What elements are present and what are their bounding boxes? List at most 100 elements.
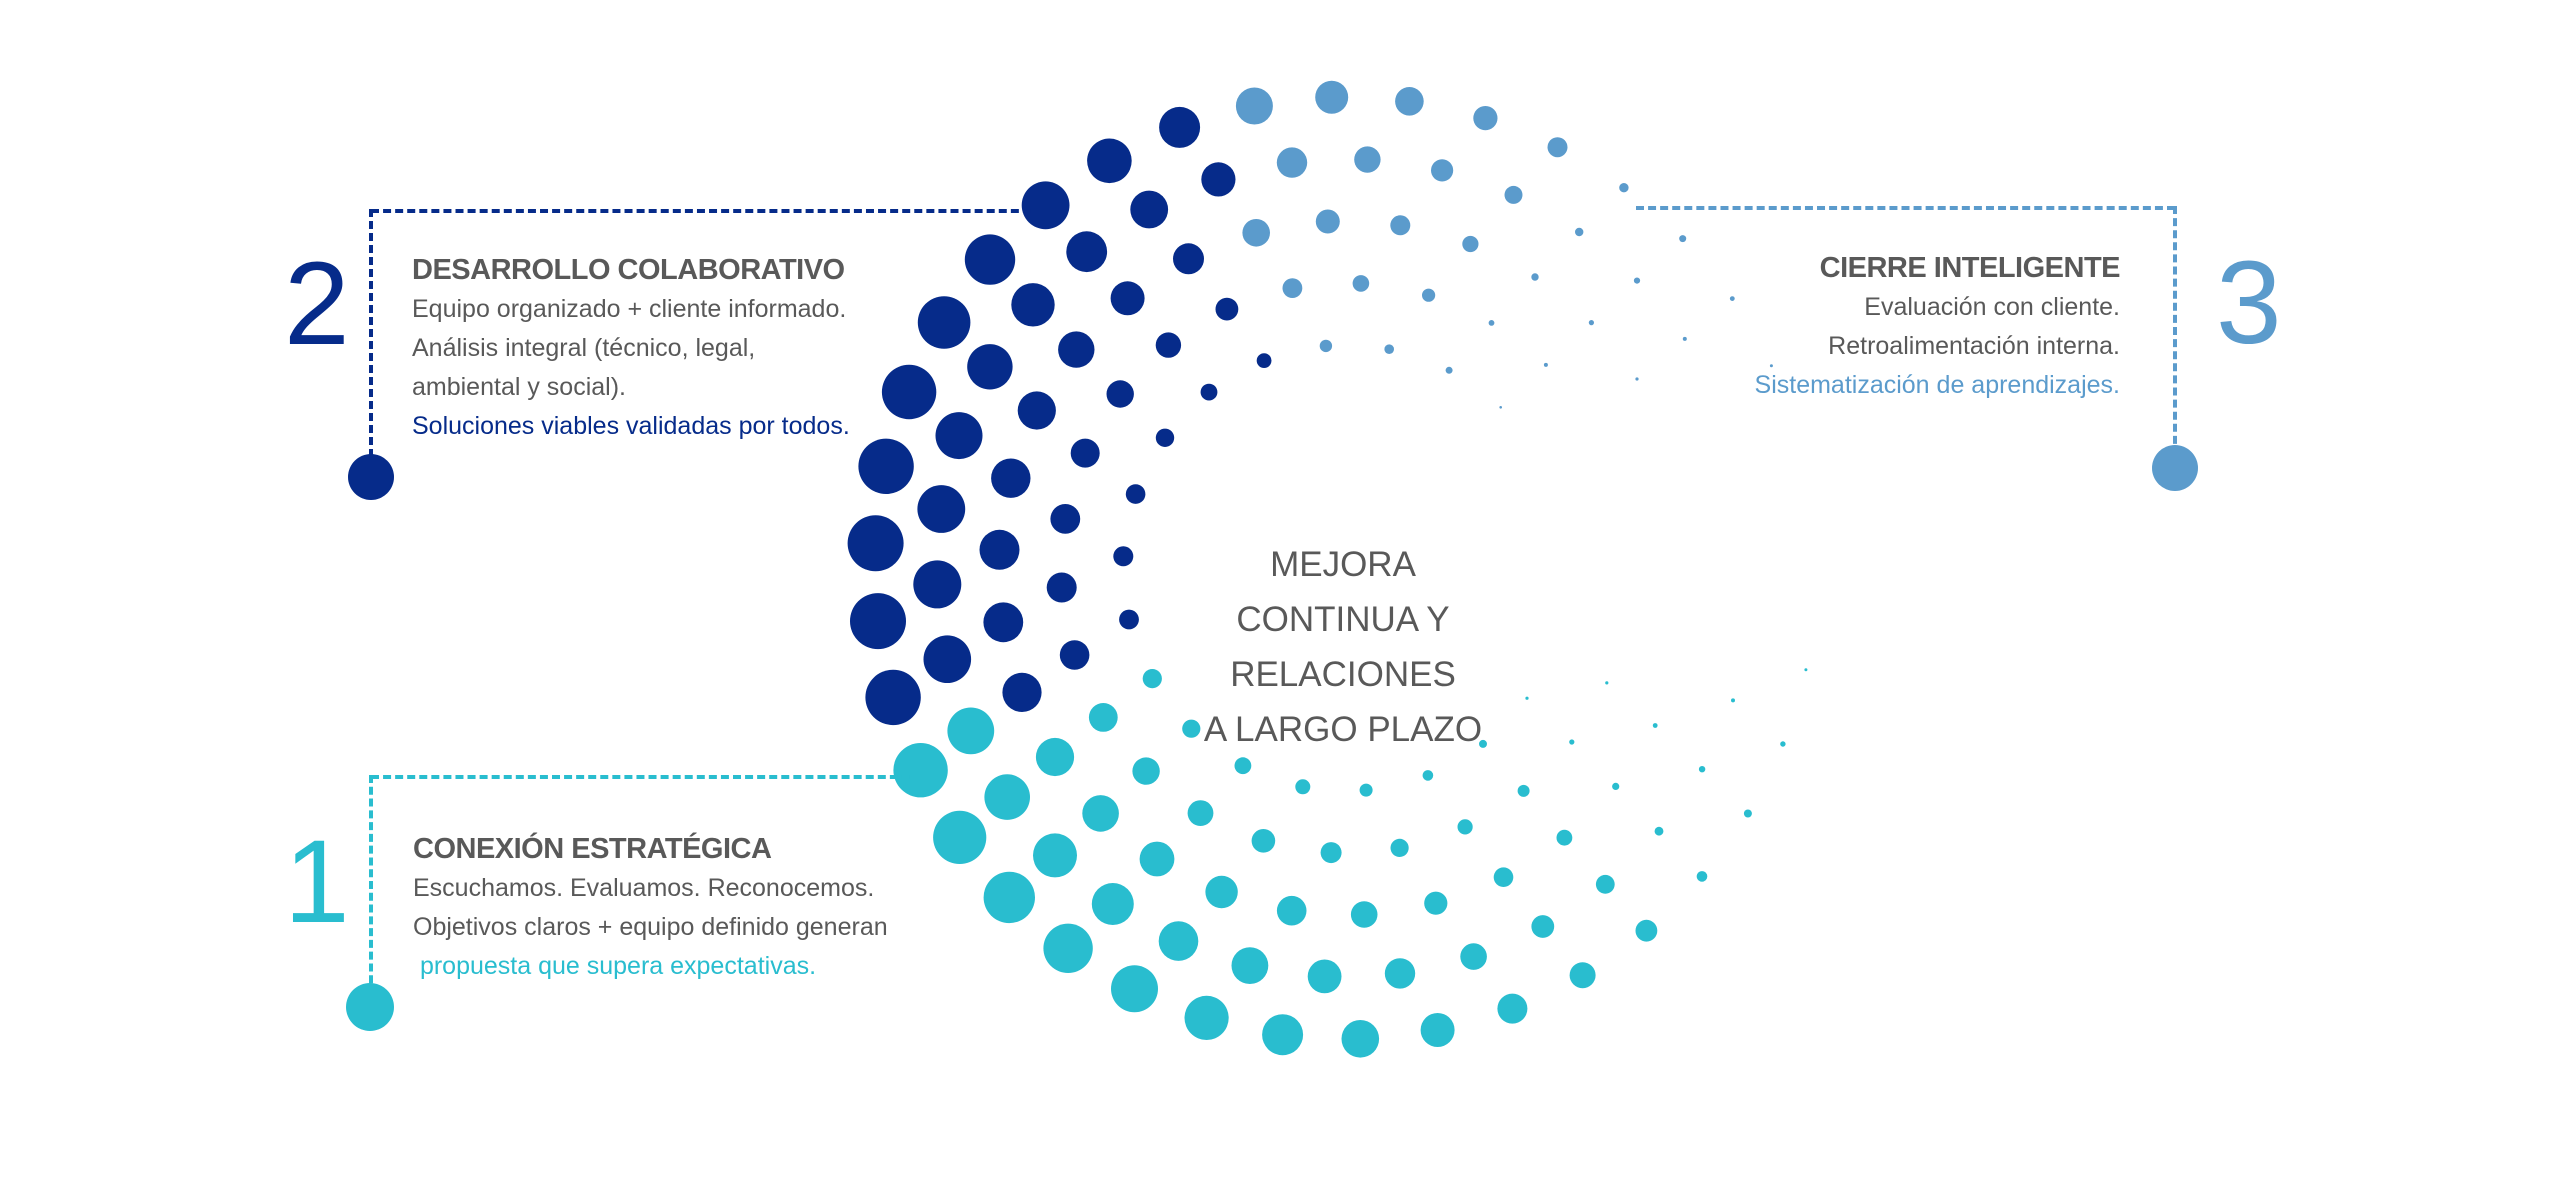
spiral-dot bbox=[1182, 719, 1201, 738]
center-label-line: CONTINUA Y bbox=[1236, 600, 1450, 639]
spiral-dot bbox=[1531, 915, 1555, 938]
center-label: MEJORA CONTINUA Y RELACIONES A LARGO PLA… bbox=[1143, 537, 1543, 757]
stage-3-connector-horizontal bbox=[1636, 206, 2175, 210]
spiral-dot bbox=[1504, 185, 1523, 204]
spiral-dot bbox=[1457, 819, 1473, 835]
spiral-dot bbox=[1460, 943, 1487, 970]
stage-2-line: ambiental y social). bbox=[412, 373, 626, 401]
spiral-dot bbox=[1058, 331, 1095, 368]
spiral-dot bbox=[1011, 283, 1055, 327]
spiral-dot bbox=[1059, 640, 1090, 670]
spiral-dot bbox=[1262, 1014, 1304, 1056]
spiral-dot bbox=[1679, 235, 1687, 243]
stage-3-node bbox=[2152, 445, 2198, 491]
spiral-dot bbox=[1743, 809, 1752, 818]
spiral-dot bbox=[1804, 668, 1808, 672]
spiral-dot bbox=[1035, 737, 1075, 777]
spiral-dot bbox=[1088, 703, 1118, 732]
spiral-dot bbox=[1234, 757, 1252, 775]
spiral-dot bbox=[1132, 757, 1160, 785]
spiral-dot bbox=[1517, 784, 1530, 797]
spiral-dot bbox=[1070, 438, 1100, 468]
spiral-dot bbox=[1633, 277, 1641, 284]
spiral-dot bbox=[1130, 190, 1169, 229]
spiral-dot bbox=[1139, 841, 1175, 877]
stage-3-line: Retroalimentación interna. bbox=[1828, 332, 2120, 360]
spiral-dot bbox=[1556, 829, 1573, 846]
spiral-dot bbox=[858, 438, 914, 494]
center-label-line: A LARGO PLAZO bbox=[1203, 710, 1483, 749]
stage-3-highlight: Sistematización de aprendizajes. bbox=[1754, 371, 2120, 399]
spiral-dot bbox=[1119, 609, 1139, 630]
spiral-dot bbox=[1424, 891, 1448, 915]
stage-2-connector-vertical bbox=[369, 209, 373, 469]
spiral-dot bbox=[847, 515, 904, 572]
spiral-dot bbox=[1295, 779, 1311, 795]
spiral-dot bbox=[1588, 320, 1594, 326]
spiral-dot bbox=[1319, 339, 1333, 353]
spiral-dot bbox=[881, 364, 937, 420]
spiral-dot bbox=[1384, 344, 1394, 355]
spiral-dot bbox=[1422, 770, 1434, 781]
spiral-dot bbox=[1384, 958, 1416, 989]
spiral-dot bbox=[967, 344, 1013, 390]
spiral-dot bbox=[1547, 137, 1568, 158]
spiral-dot bbox=[964, 234, 1016, 285]
spiral-dot bbox=[1531, 273, 1539, 281]
stage-3-title: CIERRE INTELIGENTE bbox=[1819, 252, 2121, 284]
spiral-dot bbox=[917, 296, 971, 349]
spiral-dot bbox=[1354, 146, 1381, 173]
stage-1-node bbox=[346, 983, 394, 1031]
spiral-dot bbox=[1276, 147, 1308, 178]
spiral-dot bbox=[933, 810, 987, 865]
spiral-dot bbox=[1066, 231, 1108, 273]
spiral-dot bbox=[983, 602, 1024, 643]
spiral-dot bbox=[1422, 288, 1436, 302]
spiral-dot bbox=[1635, 377, 1639, 381]
spiral-dot bbox=[1341, 1020, 1380, 1058]
spiral-dot bbox=[1543, 362, 1548, 367]
stage-2-title: DESARROLLO COLABORATIVO bbox=[412, 254, 845, 286]
spiral-dot bbox=[1173, 243, 1204, 275]
spiral-dot bbox=[1158, 921, 1199, 961]
stage-3-text: CIERRE INTELIGENTE Evaluación con client… bbox=[1754, 248, 2121, 405]
stage-3-line: Evaluación con cliente. bbox=[1864, 293, 2120, 321]
spiral-dot bbox=[1106, 380, 1134, 408]
stage-2-connector-horizontal bbox=[371, 209, 1043, 213]
spiral-dot bbox=[1315, 80, 1349, 114]
spiral-dot bbox=[1420, 1013, 1455, 1047]
spiral-dot bbox=[1395, 87, 1424, 116]
spiral-dot bbox=[1619, 183, 1629, 193]
spiral-dot bbox=[1282, 278, 1303, 298]
spiral-dot bbox=[1231, 947, 1269, 984]
spiral-dot bbox=[1769, 364, 1773, 368]
stage-3-number: 3 bbox=[2216, 237, 2282, 369]
stage-2-line: Análisis integral (técnico, legal, bbox=[412, 334, 756, 362]
spiral-dot bbox=[1235, 87, 1273, 125]
spiral-dot bbox=[1200, 383, 1218, 401]
spiral-dot bbox=[1698, 766, 1706, 773]
stage-1-line: Objetivos claros + equipo definido gener… bbox=[413, 913, 888, 941]
spiral-dot bbox=[1595, 874, 1615, 894]
spiral-dot bbox=[1155, 428, 1175, 447]
spiral-dot bbox=[1682, 336, 1687, 341]
spiral-dot bbox=[1205, 875, 1238, 909]
spiral-dot bbox=[1731, 698, 1735, 703]
spiral-dot bbox=[1780, 741, 1786, 747]
spiral-dot bbox=[991, 458, 1031, 498]
stage-1-title: CONEXIÓN ESTRATÉGICA bbox=[413, 833, 772, 865]
spiral-dot bbox=[1431, 159, 1454, 182]
spiral-dot bbox=[1155, 332, 1182, 358]
spiral-dot bbox=[1046, 572, 1077, 603]
spiral-dot bbox=[984, 774, 1030, 820]
stage-2-text: DESARROLLO COLABORATIVO Equipo organizad… bbox=[412, 250, 850, 446]
stage-1-line: Escuchamos. Evaluamos. Reconocemos. bbox=[413, 874, 875, 902]
spiral-dot bbox=[1110, 281, 1145, 316]
spiral-dot bbox=[1307, 959, 1342, 994]
spiral-dot bbox=[1276, 895, 1307, 926]
spiral-dot bbox=[865, 669, 921, 726]
spiral-dot bbox=[1569, 962, 1596, 989]
spiral-dot bbox=[1242, 219, 1270, 247]
spiral-dot bbox=[1256, 353, 1272, 368]
spiral-dot bbox=[1033, 833, 1077, 878]
